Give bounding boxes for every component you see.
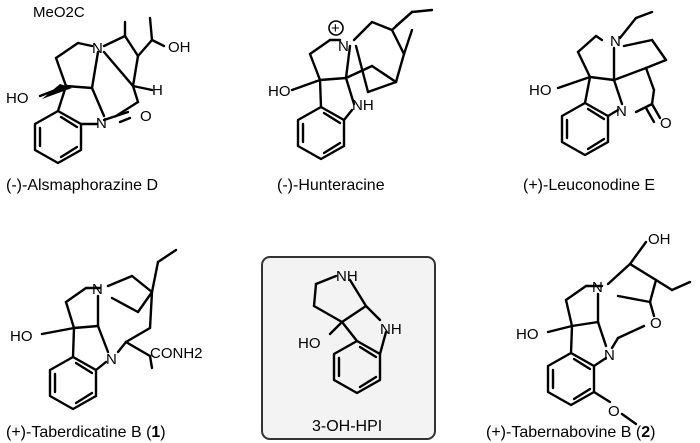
atom-h: H [152,82,163,99]
atom-n: N [106,351,117,368]
atom-o: O [140,108,152,125]
benzene-ring [546,351,596,407]
atom-ome: O [608,403,620,420]
structure-tabernabovine-b: OH N HO N O O (+)-Tabernabovine B (2) [486,231,692,441]
structure-3-oh-hpi: NH HO NH 3-OH-HPI [261,256,436,440]
compound-name: (-)-Hunteracine [277,177,385,194]
atom-meo2c: MeO2C [33,4,85,21]
structure-taberdicatine-b: N HO N CONH2 (+)-Taberdicatine B (1) [6,248,203,441]
charge-symbol: + [331,20,340,37]
compound-name: (+)-Tabernabovine B (2) [486,424,655,441]
atom-o: O [650,315,662,332]
structure-hunteracine: + N HO NH (-)-Hunteracine [268,8,434,194]
compound-name: (-)-Alsmaphorazine D [6,177,158,194]
atom-n: N [592,279,603,296]
atom-n: N [92,281,103,298]
atom-oh: OH [168,39,191,56]
highlight-box [261,256,436,440]
atom-ho: HO [6,90,29,107]
compound-name: 3-OH-HPI [312,418,382,435]
atom-nh: NH [352,97,374,114]
atom-ho: HO [268,83,291,100]
atom-n: N [604,347,615,364]
atom-ho: HO [529,82,552,99]
atom-n: N [616,103,627,120]
atom-n: N [96,115,107,132]
benzene-ring [48,355,98,411]
structure-leuconodine-e: N HO N O (+)-Leuconodine E [523,10,672,194]
structure-alsmaphorazine-d: MeO2C OH N H HO N O (-)-Alsmaphorazine D [6,4,191,194]
atom-ho: HO [516,326,539,343]
atom-nh: NH [336,268,358,285]
atom-conh2: CONH2 [150,345,203,362]
benzene-ring [560,101,610,157]
benzene-ring [33,109,83,165]
atom-nh: NH [380,321,402,338]
benzene-ring [296,105,346,161]
atom-ho: HO [298,335,321,352]
compound-name: (+)-Taberdicatine B (1) [6,424,166,441]
atom-oh: OH [648,231,671,248]
atom-ho: HO [10,328,33,345]
positive-charge-circle [328,20,344,36]
atom-o: O [660,115,672,132]
atom-n: N [338,38,349,55]
compound-name: (+)-Leuconodine E [523,177,655,194]
atom-n: N [610,33,621,50]
atom-n: N [92,40,103,57]
